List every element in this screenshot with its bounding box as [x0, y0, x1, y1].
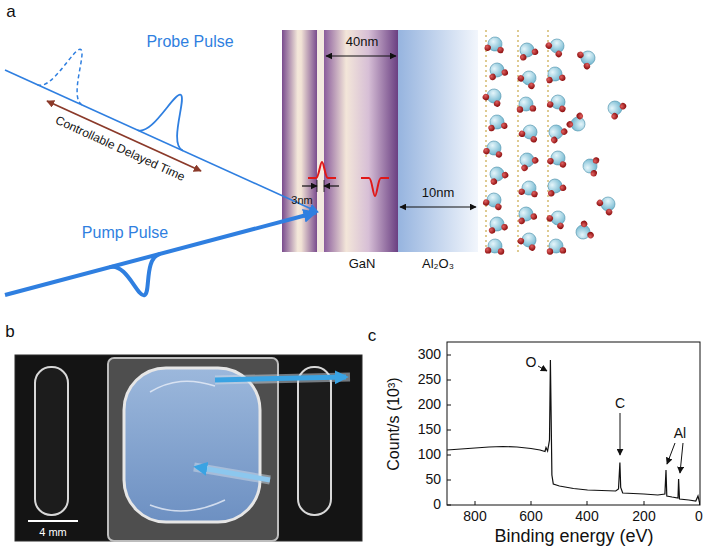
layer-label: GaN [349, 257, 376, 271]
pump-pulse [110, 254, 169, 302]
axis-tick: 250 [418, 372, 441, 387]
panel-letter: c [368, 327, 377, 346]
layer-label: Al₂O₃ [422, 257, 454, 271]
dimension-label: 10nm [422, 186, 455, 200]
axis-tick: 0 [695, 509, 703, 524]
water-layer-line [517, 30, 518, 252]
axis-tick: 100 [418, 447, 441, 462]
axis-tick: 200 [418, 397, 441, 412]
chip-body [108, 358, 278, 541]
peak-pointer [538, 366, 547, 371]
spectrum-line [447, 360, 700, 503]
delay-label: Controllable Delayed Time [53, 114, 187, 184]
probe-pulse [137, 84, 203, 150]
beam-label: Probe Pulse [146, 33, 233, 51]
channel-slot [298, 367, 331, 515]
channel-slot [35, 367, 68, 515]
axis-tick: 0 [433, 497, 441, 512]
probe-beam [5, 70, 318, 212]
axis-tick: 400 [575, 509, 598, 524]
dimension-tick [317, 180, 318, 192]
axis-tick: 150 [418, 422, 441, 437]
dimension-label: 3nm [291, 194, 312, 206]
plot-frame [447, 342, 700, 505]
liquid-chamber [124, 368, 260, 522]
alumina-layer [398, 30, 478, 252]
axis-tick: 800 [463, 509, 486, 524]
signal-pulse [361, 178, 389, 196]
axis-tick: 600 [519, 509, 542, 524]
dimension-label: 40nm [346, 35, 379, 49]
dimension-arrow [302, 185, 317, 186]
signal-pulse [308, 162, 336, 178]
water-molecules [481, 34, 627, 255]
tubing [194, 467, 270, 480]
axis-ticks [447, 355, 700, 505]
dimension-arrow [324, 185, 339, 186]
peak-label: C [615, 396, 625, 411]
gan-layer [324, 30, 398, 252]
layer-stack [282, 30, 478, 252]
peak-label: O [526, 355, 537, 370]
flow-arrow [215, 377, 346, 380]
peak-label: Al [674, 426, 686, 441]
dimension-arrow [326, 55, 396, 56]
device-photo [15, 355, 362, 541]
scale-bar [28, 520, 78, 522]
axis-tick: 300 [418, 347, 441, 362]
panel-letter: b [5, 323, 14, 342]
axis-title: Count/s (10³) [385, 377, 403, 470]
dimension-arrow [400, 206, 476, 207]
beam-label: Pump Pulse [82, 224, 168, 242]
dimension-tick [324, 180, 325, 192]
water-layer-line [485, 30, 486, 252]
peak-pointer [667, 443, 675, 464]
flow-arrow [196, 467, 270, 480]
axis-tick: 200 [632, 509, 655, 524]
peak-pointer [680, 443, 683, 473]
peak-pointer [620, 413, 621, 455]
scale-label: 4 mm [39, 526, 67, 538]
panel-letter: a [6, 3, 15, 22]
delay-arrow [47, 101, 201, 171]
axis-tick: 50 [425, 472, 441, 487]
interlayer-band [317, 30, 324, 252]
probe-pulse-delayed [37, 39, 103, 105]
pump-beam [5, 213, 316, 296]
spectrum-plot [447, 342, 700, 505]
axis-title: Binding energy (eV) [494, 527, 653, 547]
tubing [215, 377, 350, 380]
